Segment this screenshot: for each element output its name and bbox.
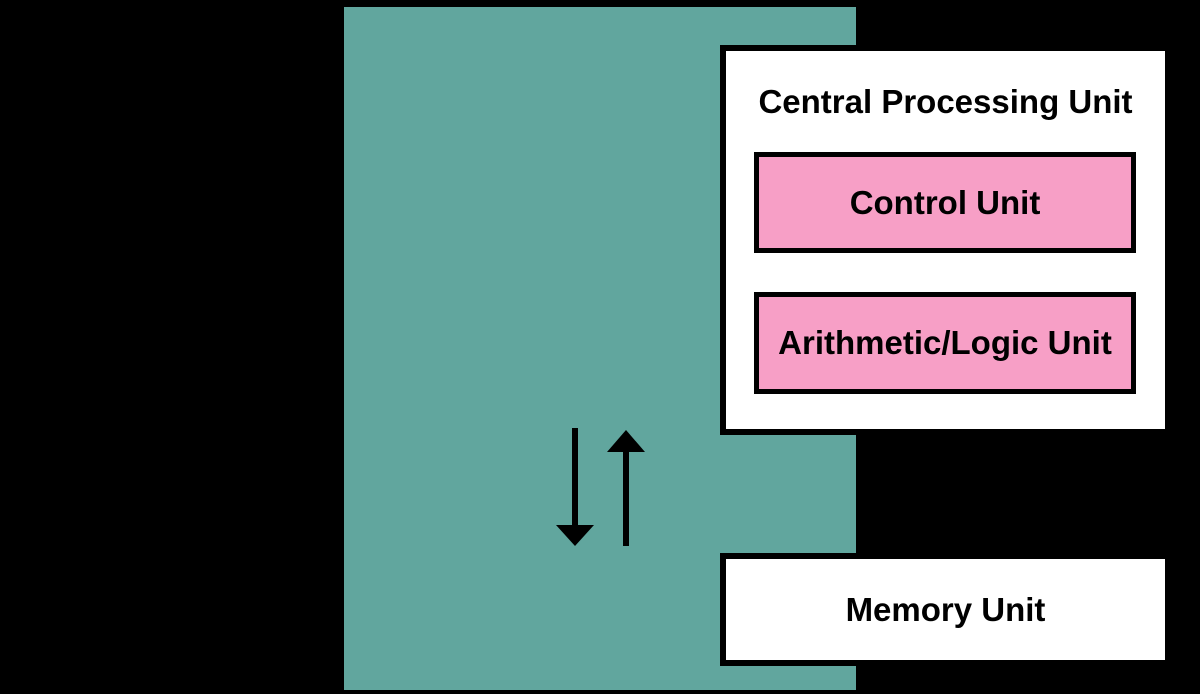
control-unit-box: Control Unit [754, 152, 1136, 253]
control-unit-label: Control Unit [849, 183, 1041, 221]
computer-panel: Central Processing Unit Control Unit Ari… [344, 7, 1171, 690]
cpu-box: Central Processing Unit Control Unit Ari… [720, 45, 1171, 435]
cpu-title: Central Processing Unit [758, 82, 1133, 120]
alu-label: Arithmetic/Logic Unit [778, 324, 1112, 361]
memory-unit-box: Memory Unit [720, 553, 1171, 666]
alu-box: Arithmetic/Logic Unit [754, 292, 1136, 394]
memory-unit-label: Memory Unit [845, 590, 1046, 628]
